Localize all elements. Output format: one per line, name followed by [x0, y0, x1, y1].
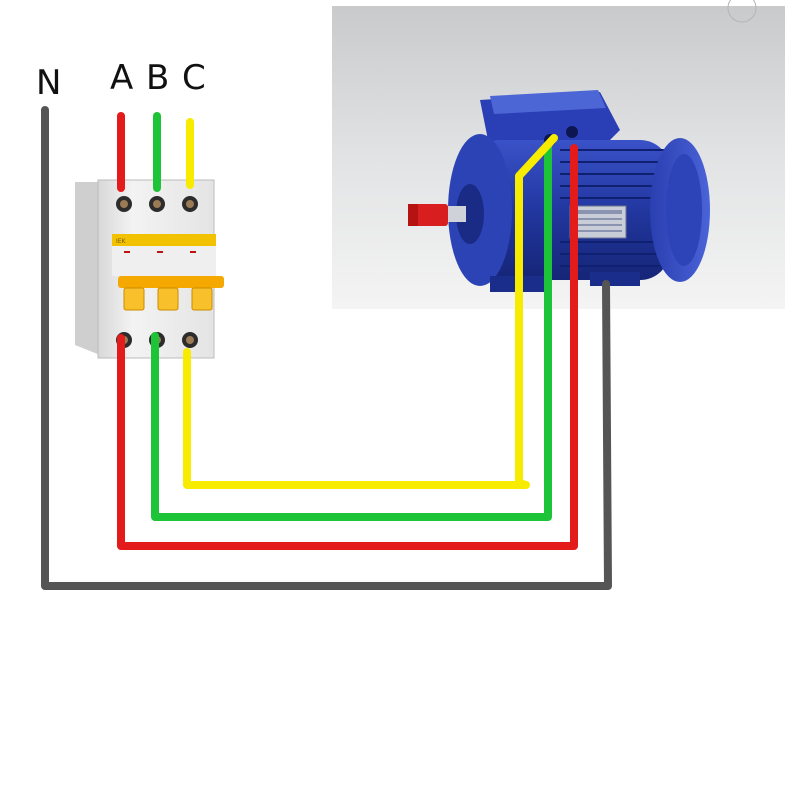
- wire-n: [41, 106, 612, 590]
- label-b: B: [146, 58, 169, 98]
- circuit-breaker: IEK: [75, 179, 224, 359]
- motor-shaft: [408, 204, 466, 226]
- label-n: N: [36, 63, 61, 103]
- wire-a-output: [117, 144, 578, 550]
- wire-c-output: [183, 134, 558, 489]
- breaker-brand: IEK: [116, 238, 127, 245]
- label-c: C: [182, 58, 206, 98]
- motor-photo: [332, 0, 785, 309]
- label-a: A: [110, 58, 133, 98]
- wire-b-output: [151, 142, 552, 521]
